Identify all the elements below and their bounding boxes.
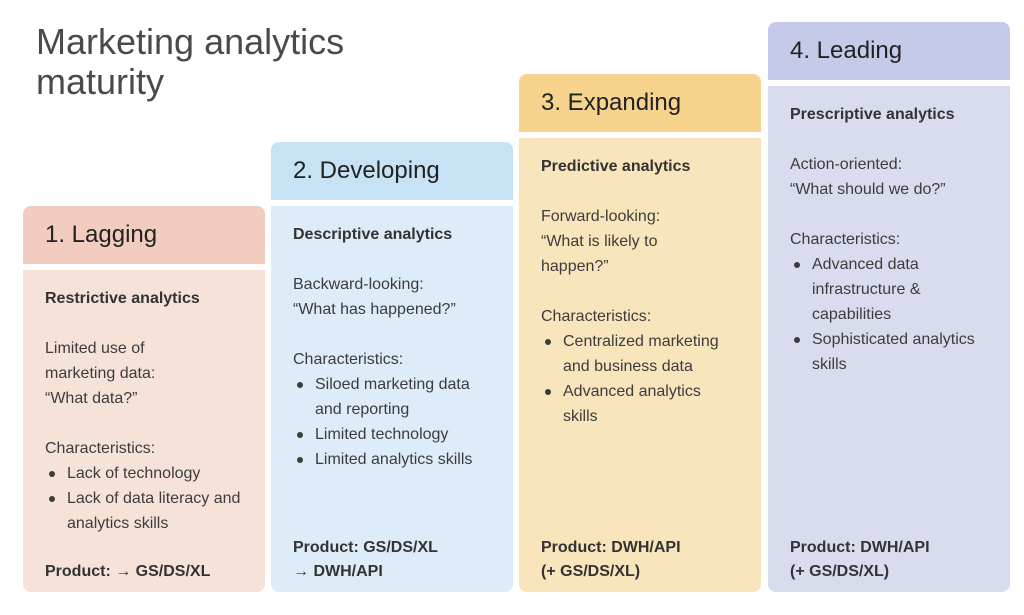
stage-subtitle: Descriptive analytics (293, 226, 453, 243)
list-item: Advanced analytics skills (541, 379, 739, 429)
characteristics-list: Advanced data infrastructure & capabilit… (790, 252, 988, 377)
stage-header-label: 3. Expanding (541, 89, 682, 116)
stage-body: Descriptive analytics Backward-looking: … (271, 206, 513, 592)
list-item: Siloed marketing data and reporting (293, 372, 491, 422)
list-item: Sophisticated analytics skills (790, 327, 988, 377)
title-line-1: Marketing analytics (36, 21, 345, 62)
characteristics-list: Siloed marketing data and reporting Limi… (293, 372, 491, 472)
stage-subtitle: Restrictive analytics (45, 290, 200, 307)
stage-body: Predictive analytics Forward-looking: “W… (519, 138, 761, 592)
stage-header: 3. Expanding (519, 74, 761, 132)
title-line-2: maturity (36, 61, 165, 102)
stage-header-label: 2. Developing (293, 157, 440, 184)
stage-header: 4. Leading (768, 22, 1010, 80)
stage-description: Backward-looking: “What has happened?” (293, 276, 456, 318)
product-label: Product: → GS/DS/XL (45, 563, 211, 580)
characteristics-label: Characteristics: (45, 440, 156, 457)
list-item: Advanced data infrastructure & capabilit… (790, 252, 988, 327)
stage-body: Prescriptive analytics Action-oriented: … (768, 86, 1010, 592)
stage-header-label: 4. Leading (790, 37, 903, 64)
list-item: Lack of technology (45, 461, 243, 486)
characteristics-list: Lack of technology Lack of data literacy… (45, 461, 243, 536)
stage-body: Restrictive analytics Limited use of mar… (23, 270, 265, 592)
characteristics-label: Characteristics: (293, 351, 404, 368)
stage-description: Limited use of marketing data: “What dat… (45, 340, 156, 407)
stage-header: 1. Lagging (23, 206, 265, 264)
product-label: Product: GS/DS/XL → DWH/API (293, 539, 438, 580)
stage-lagging: 1. Lagging Restrictive analytics Limited… (23, 206, 265, 592)
product-label: Product: DWH/API (+ GS/DS/XL) (541, 539, 681, 580)
list-item: Limited technology (293, 422, 491, 447)
stage-expanding: 3. Expanding Predictive analytics Forwar… (519, 74, 761, 592)
page-title: Marketing analytics maturity (36, 22, 344, 102)
characteristics-label: Characteristics: (790, 231, 901, 248)
list-item: Limited analytics skills (293, 447, 491, 472)
list-item: Centralized marketing and business data (541, 329, 739, 379)
stage-header-label: 1. Lagging (45, 221, 158, 248)
stage-description: Action-oriented: “What should we do?” (790, 156, 946, 198)
characteristics-label: Characteristics: (541, 308, 652, 325)
stage-description: Forward-looking: “What is likely to happ… (541, 208, 661, 275)
stage-subtitle: Prescriptive analytics (790, 106, 955, 123)
stage-developing: 2. Developing Descriptive analytics Back… (271, 142, 513, 592)
stage-subtitle: Predictive analytics (541, 158, 691, 175)
product-label: Product: DWH/API (+ GS/DS/XL) (790, 539, 930, 580)
list-item: Lack of data literacy and analytics skil… (45, 486, 243, 536)
stage-leading: 4. Leading Prescriptive analytics Action… (768, 22, 1010, 592)
characteristics-list: Centralized marketing and business data … (541, 329, 739, 429)
stage-header: 2. Developing (271, 142, 513, 200)
